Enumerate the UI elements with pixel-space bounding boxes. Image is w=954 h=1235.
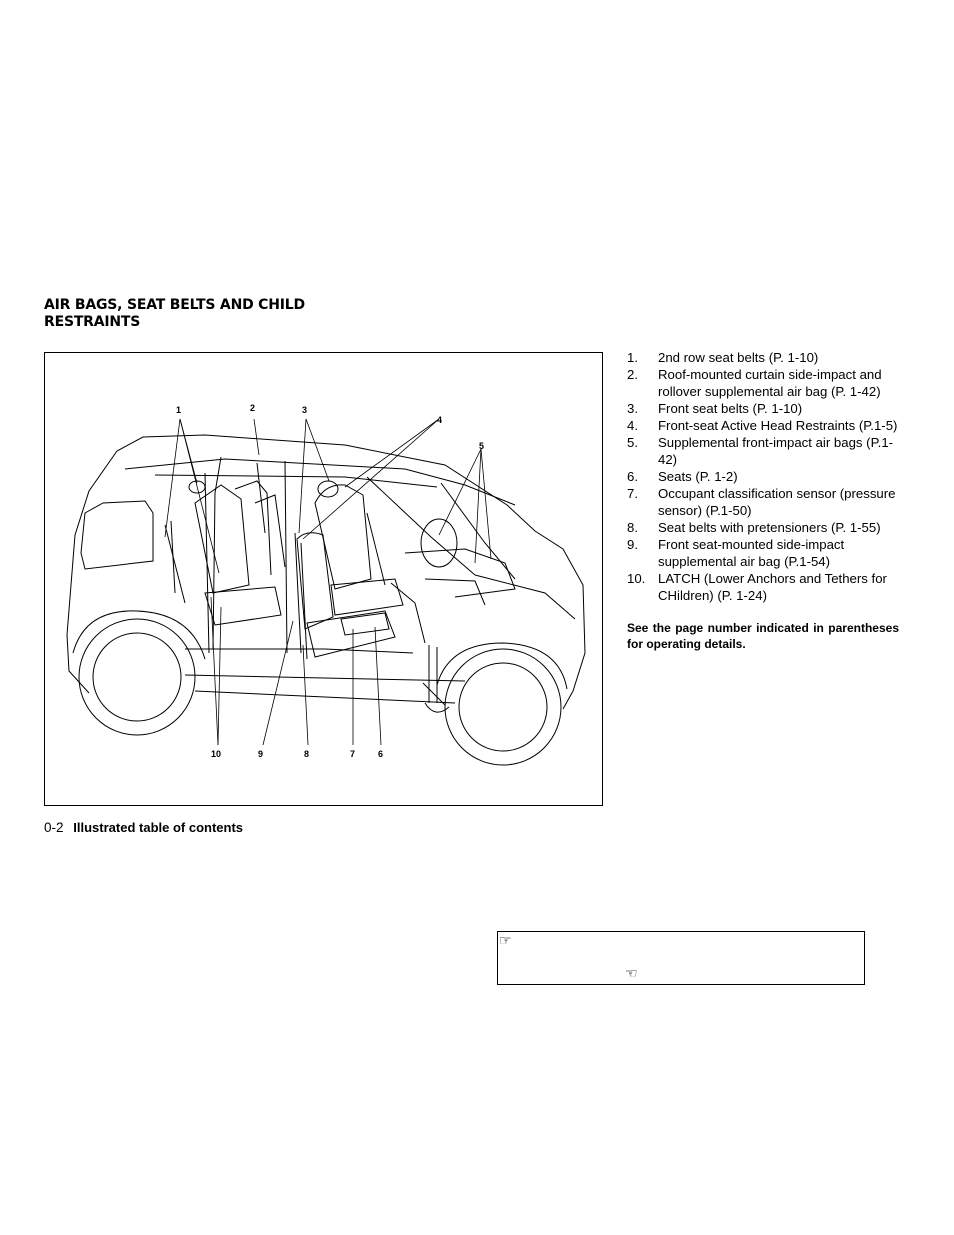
legend-item: 8.Seat belts with pretensioners (P. 1-55… <box>627 520 881 535</box>
legend-item: 4.Front-seat Active Head Restraints (P.1… <box>627 418 898 433</box>
legend-list: 1.2nd row seat belts (P. 1-10) 2.Roof-mo… <box>627 349 902 604</box>
callout-6: 6 <box>378 749 383 759</box>
callout-10: 10 <box>211 749 221 759</box>
legend-item: 2.Roof-mounted curtain side-impact and r… <box>627 367 882 399</box>
pointing-hand-icon: ☞ <box>499 932 512 948</box>
operating-details-note: See the page number indicated in parenth… <box>627 621 899 651</box>
legend-item: 7.Occupant classification sensor (pressu… <box>627 486 896 518</box>
legend-item: 1.2nd row seat belts (P. 1-10) <box>627 350 819 365</box>
callout-8: 8 <box>304 749 309 759</box>
page-footer: 0-2 Illustrated table of contents <box>44 820 243 835</box>
callout-1: 1 <box>176 405 181 415</box>
vehicle-illustration: 1 2 3 4 5 10 9 8 7 6 <box>44 352 603 806</box>
legend-item: 10.LATCH (Lower Anchors and Tethers for … <box>627 571 887 603</box>
legend-item: 6.Seats (P. 1-2) <box>627 469 738 484</box>
callout-5: 5 <box>479 441 484 451</box>
callout-9: 9 <box>258 749 263 759</box>
legend-item: 3.Front seat belts (P. 1-10) <box>627 401 803 416</box>
legend-item: 9.Front seat-mounted side-impact supplem… <box>627 537 845 569</box>
callout-2: 2 <box>250 403 255 413</box>
vehicle-line-drawing: 1 2 3 4 5 10 9 8 7 6 <box>66 403 586 766</box>
callout-7: 7 <box>350 749 355 759</box>
callout-3: 3 <box>302 405 307 415</box>
footer-title: Illustrated table of contents <box>73 820 244 835</box>
legend-item: 5.Supplemental front-impact air bags (P.… <box>627 435 894 467</box>
page-number: 0-2 <box>44 820 64 835</box>
callout-4: 4 <box>437 415 442 425</box>
section-title: AIR BAGS, SEAT BELTS AND CHILD RESTRAINT… <box>44 297 305 330</box>
reference-box: ☞ ☜ <box>497 931 865 985</box>
pointing-hand-icon: ☜ <box>625 965 638 981</box>
